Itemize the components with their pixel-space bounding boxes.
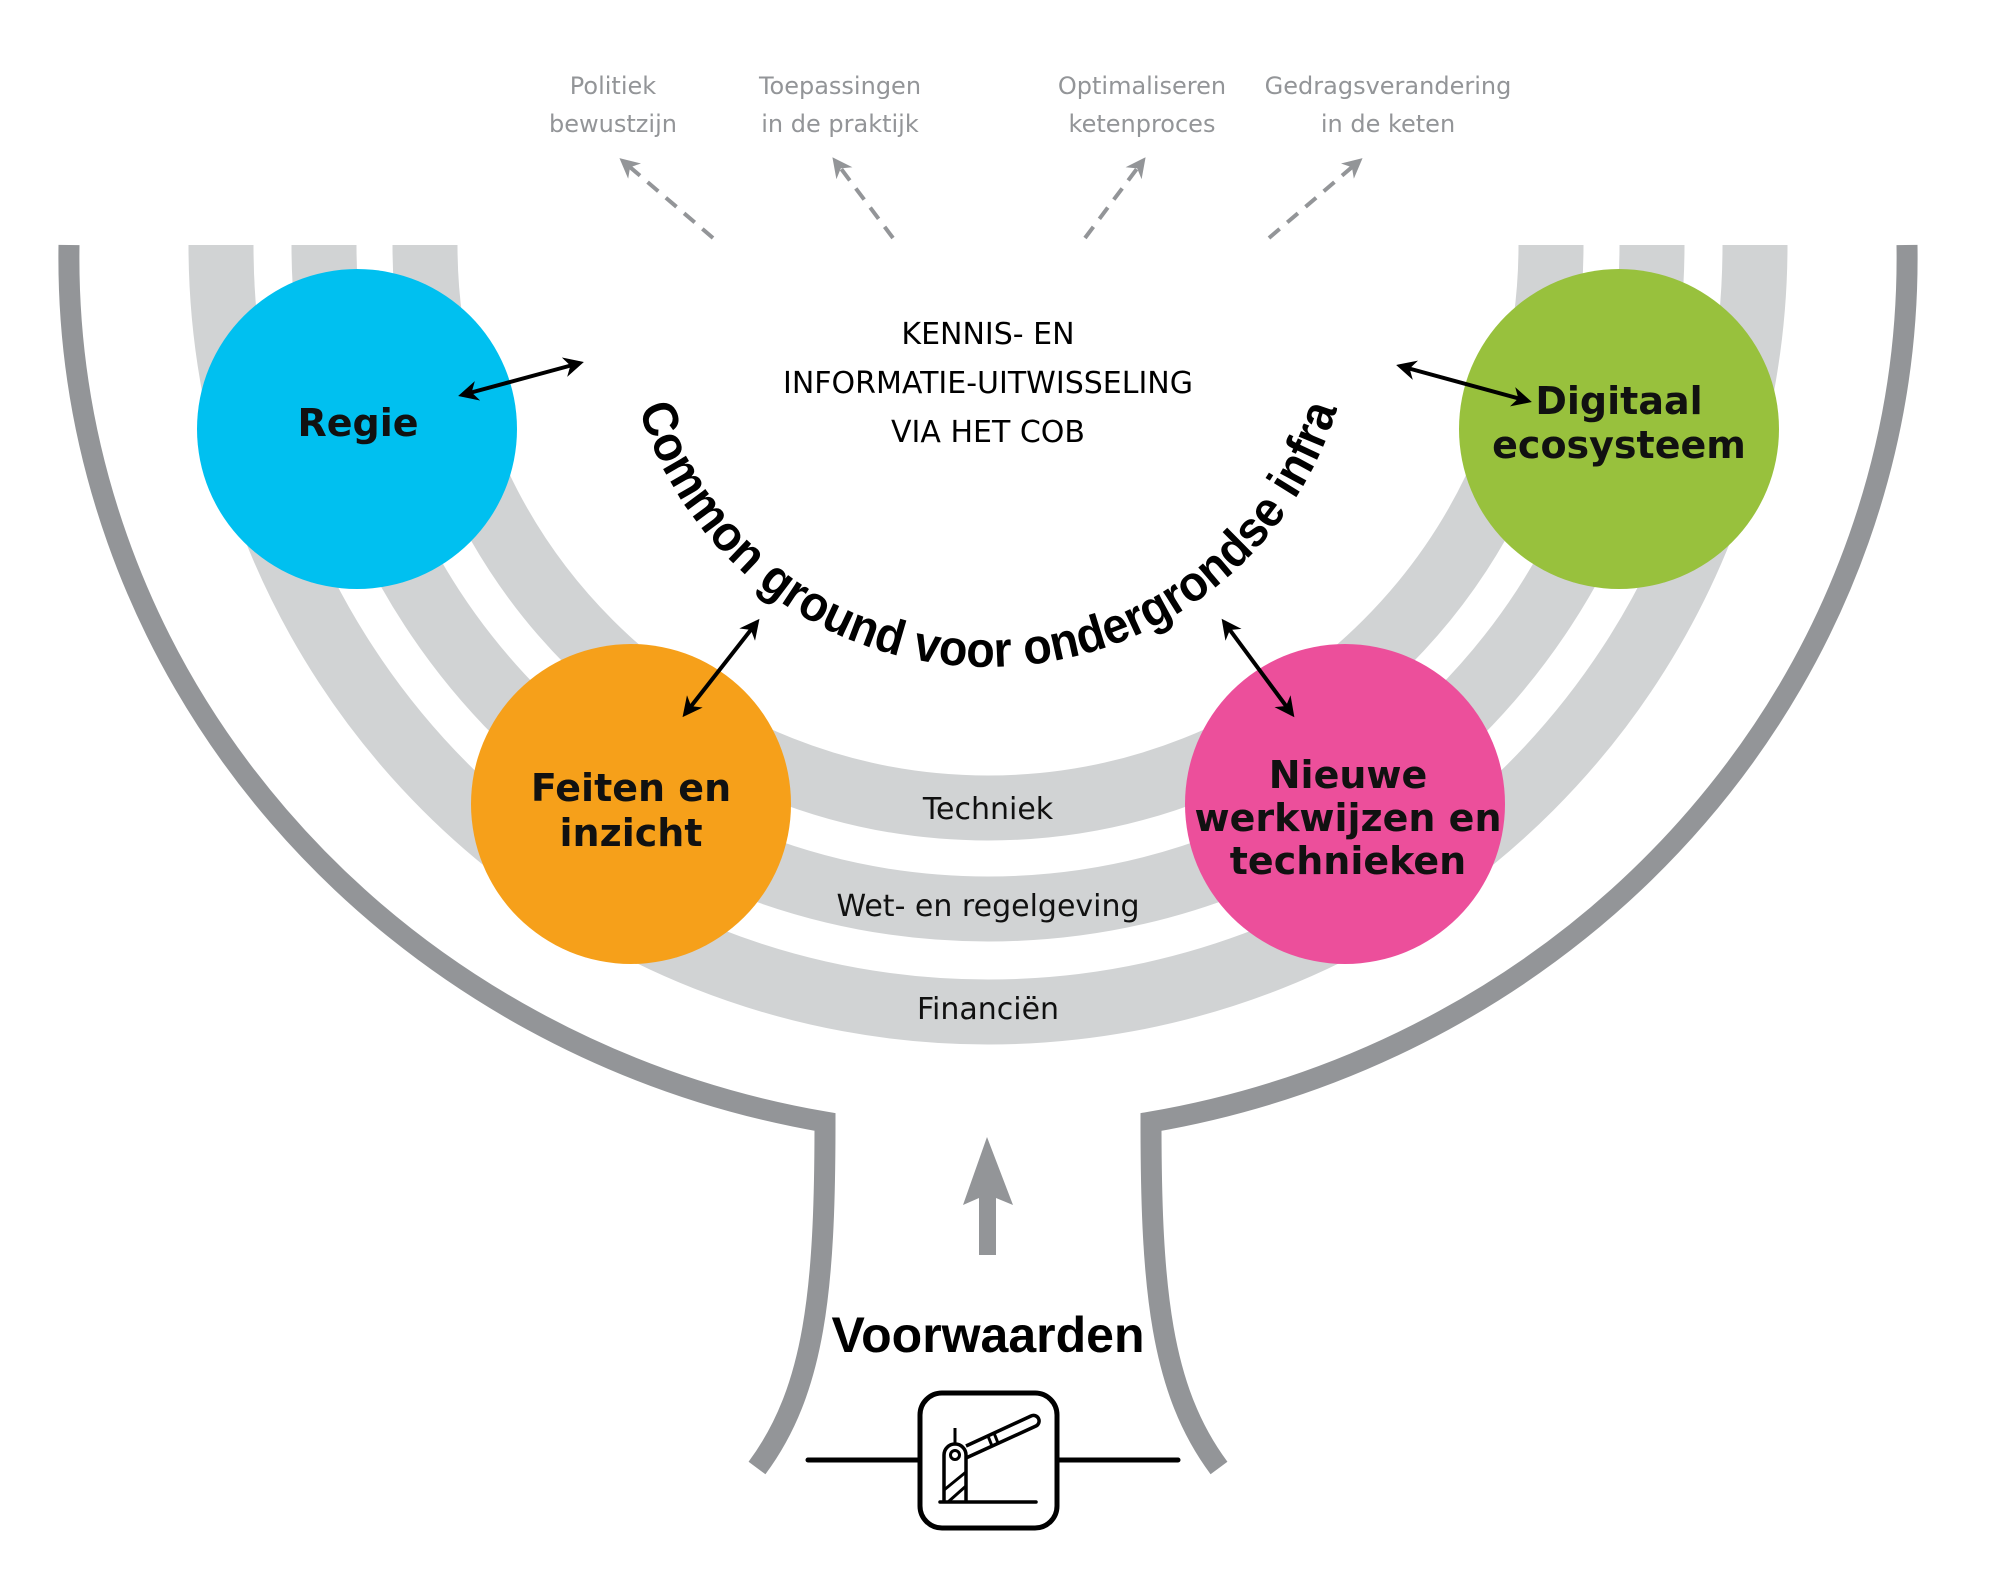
barrier-gate-icon <box>805 1390 1181 1531</box>
outcome-label-line: in de praktijk <box>761 110 919 138</box>
pillar-circle <box>1185 644 1505 964</box>
outcome-label-line: in de keten <box>1321 110 1455 138</box>
outcome-label-line: Gedragsverandering <box>1265 72 1512 100</box>
pillar-label: Nieuwe <box>1269 753 1428 797</box>
outcome-gedragsverandering: Gedragsverandering in de keten <box>1265 72 1512 240</box>
dashed-arrow-icon <box>1267 158 1363 240</box>
band-financien <box>188 244 1788 1045</box>
pillar-label: werkwijzen en <box>1194 796 1501 840</box>
double-arrow-icon <box>682 618 760 718</box>
center-knowledge-exchange: KENNIS- EN INFORMATIE-UITWISSELING VIA H… <box>783 317 1193 450</box>
double-arrow-icon <box>1221 618 1295 718</box>
pillar-regie[interactable]: Regie <box>197 269 517 589</box>
double-arrow-icon <box>1396 360 1532 407</box>
outcome-toepassingen: Toepassingen in de praktijk <box>758 72 921 240</box>
dashed-arrow-icon <box>619 158 715 240</box>
pillar-nieuwe[interactable]: Nieuwe werkwijzen en technieken <box>1185 644 1505 964</box>
band-label-wetgeving: Wet- en regelgeving <box>836 889 1139 924</box>
up-arrow-icon <box>963 1137 1013 1255</box>
pillar-feiten[interactable]: Feiten en inzicht <box>471 644 791 964</box>
foundation-label: Voorwaarden <box>831 1307 1144 1363</box>
pillar-digitaal[interactable]: Digitaal ecosysteem <box>1459 269 1779 589</box>
outcome-label-line: Politiek <box>570 72 656 100</box>
outcome-label-line: bewustzijn <box>549 110 677 138</box>
band-techniek <box>392 244 1584 841</box>
dashed-arrow-icon <box>832 157 895 240</box>
outcome-politiek: Politiek bewustzijn <box>549 72 715 240</box>
pillar-circle <box>1459 269 1779 589</box>
pillar-circle <box>471 644 791 964</box>
outcome-label-line: ketenproces <box>1069 110 1216 138</box>
dashed-arrow-icon <box>1083 157 1146 240</box>
bowl-outline-left <box>58 244 836 1475</box>
outcome-label-line: Toepassingen <box>758 72 921 100</box>
outcome-optimaliseren: Optimaliseren ketenproces <box>1058 72 1226 240</box>
pillar-label: ecosysteem <box>1492 423 1746 467</box>
double-arrow-icon <box>458 357 584 401</box>
pillar-label: Feiten en <box>531 766 731 810</box>
center-label-line: VIA HET COB <box>891 415 1085 450</box>
pillar-label: technieken <box>1230 839 1466 883</box>
pillar-label: Regie <box>297 401 418 445</box>
center-label-line: KENNIS- EN <box>901 317 1074 352</box>
center-label-line: INFORMATIE-UITWISSELING <box>783 366 1193 401</box>
band-label-techniek: Techniek <box>922 792 1054 827</box>
outcome-label-line: Optimaliseren <box>1058 72 1226 100</box>
pillar-label: Digitaal <box>1535 379 1702 423</box>
pillar-label: inzicht <box>560 811 703 855</box>
pillar-circle <box>197 269 517 589</box>
bowl-outline-right <box>1140 244 1918 1475</box>
band-label-financien: Financiën <box>917 992 1059 1027</box>
